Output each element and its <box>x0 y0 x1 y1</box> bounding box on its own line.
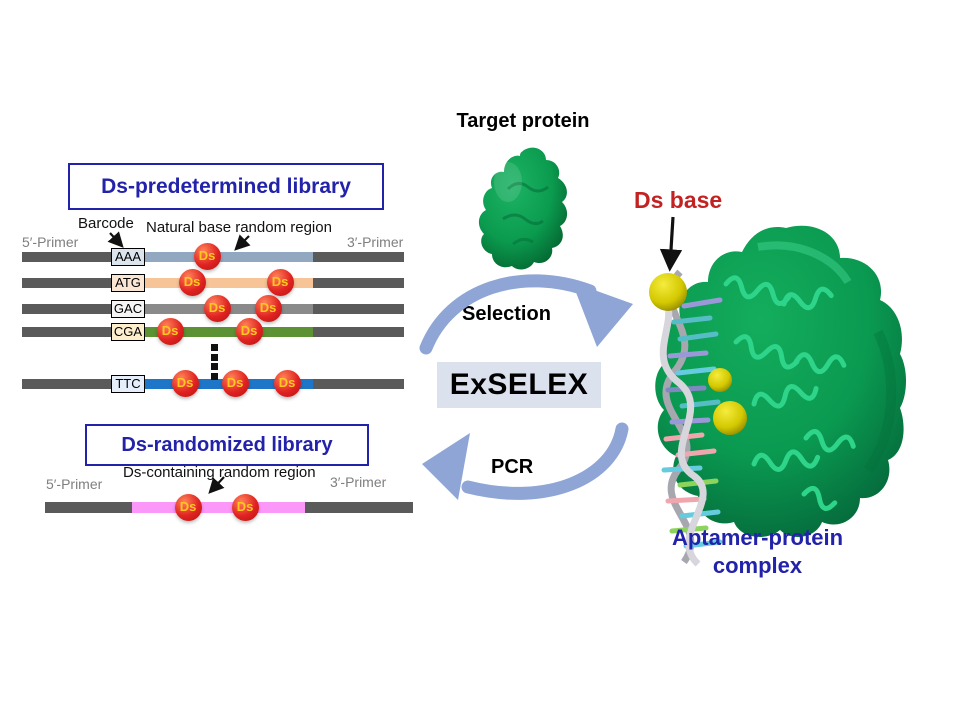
ds-base-marker: Ds <box>254 295 282 322</box>
primer-segment <box>22 304 145 314</box>
ds-base-sphere <box>708 368 732 392</box>
library-strand-row: AAA Ds <box>0 243 960 270</box>
primer-segment <box>305 502 413 513</box>
barcode-label: Barcode <box>78 215 134 232</box>
predetermined-library-title: Ds-predetermined library <box>68 163 384 210</box>
ds-base-marker: Ds <box>221 370 249 397</box>
aptamer-protein-complex-image <box>649 225 906 567</box>
caption-line2: complex <box>712 553 803 578</box>
exselex-box: ExSELEX <box>437 362 601 408</box>
ds-region-label: Ds-containing random region <box>123 464 316 481</box>
protein-groove <box>512 237 534 246</box>
caption-line1: Aptamer-protein <box>671 525 844 550</box>
primer5-label-top: 5′-Primer <box>22 234 79 250</box>
alpha-helix-ribbons <box>723 275 856 511</box>
random-region-segment <box>132 502 305 513</box>
protein-groove <box>506 182 549 193</box>
primer5-label-bottom: 5′-Primer <box>46 476 103 492</box>
vertical-ellipsis <box>211 344 219 380</box>
primer-segment <box>313 252 404 262</box>
random-region-segment <box>145 327 313 337</box>
ds-base-marker: Ds <box>266 269 294 296</box>
random-region-segment <box>145 278 313 288</box>
dna-backbone-front <box>651 283 707 567</box>
ds-base-marker: Ds <box>203 295 231 322</box>
primer-segment <box>22 327 145 337</box>
library-strand-row: CGA Ds Ds <box>0 318 960 345</box>
barcode-box: ATG <box>111 274 145 292</box>
primer-segment <box>22 278 145 288</box>
library-strand-row: TTC Ds Ds Ds <box>0 370 960 397</box>
target-protein-image <box>478 147 568 270</box>
protein-groove <box>502 213 544 226</box>
primer-segment <box>313 278 404 288</box>
ds-base-marker: Ds <box>171 370 199 397</box>
primer-segment <box>22 252 145 262</box>
protein-surface <box>478 147 568 270</box>
protein-highlight <box>757 241 852 285</box>
primer-segment <box>313 327 404 337</box>
ds-base-sphere <box>713 401 747 435</box>
aptamer-protein-caption: Aptamer-protein complex <box>650 524 865 580</box>
ds-base-marker: Ds <box>156 318 184 345</box>
barcode-box: CGA <box>111 323 145 341</box>
natural-region-label: Natural base random region <box>146 219 332 236</box>
target-protein-label: Target protein <box>456 110 590 132</box>
barcode-arrow <box>107 231 124 248</box>
ds-base-marker: Ds <box>174 494 202 521</box>
random-region-segment <box>145 252 313 262</box>
library-strand-row: ATG Ds Ds <box>0 269 960 296</box>
library-strand-row: GAC Ds Ds <box>0 295 960 322</box>
ds-base-marker: Ds <box>235 318 263 345</box>
ds-base-label: Ds base <box>634 187 723 213</box>
barcode-box: GAC <box>111 300 145 318</box>
primer-segment <box>313 379 404 389</box>
ds-base-marker: Ds <box>273 370 301 397</box>
randomized-strand: Ds Ds <box>0 494 960 521</box>
primer3-label-top: 3′-Primer <box>347 234 404 250</box>
protein-shadow <box>863 329 897 473</box>
primer-segment <box>313 304 404 314</box>
ds-base-sphere <box>649 273 687 311</box>
pcr-arrowhead <box>422 433 470 500</box>
ds-base-marker: Ds <box>231 494 259 521</box>
ds-base-marker: Ds <box>178 269 206 296</box>
natural-region-arrow <box>234 234 251 251</box>
primer3-label-bottom: 3′-Primer <box>330 474 387 490</box>
protein-surface <box>655 225 906 537</box>
barcode-box: AAA <box>111 248 145 266</box>
primer-segment <box>45 502 132 513</box>
pcr-label: PCR <box>491 456 534 478</box>
selection-label: Selection <box>462 303 551 325</box>
ds-base-marker: Ds <box>193 243 221 270</box>
barcode-box: TTC <box>111 375 145 393</box>
primer-segment <box>22 379 145 389</box>
protein-highlight <box>494 162 522 202</box>
randomized-library-title: Ds-randomized library <box>85 424 369 466</box>
